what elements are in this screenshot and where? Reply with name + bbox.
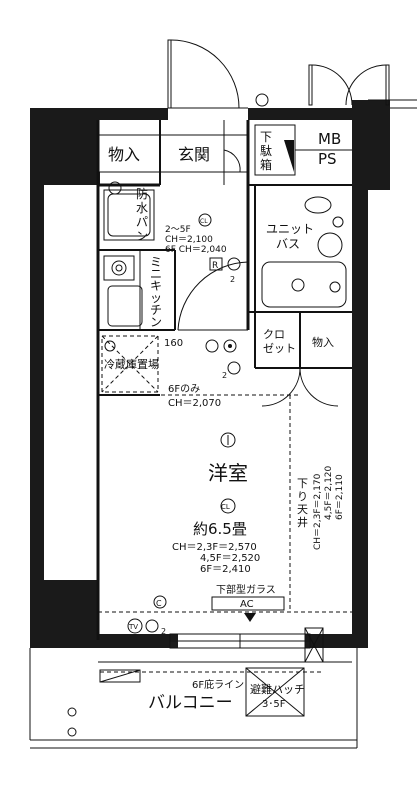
entrance-block <box>98 120 352 185</box>
fridge-label: 冷蔵庫置場 <box>104 357 159 371</box>
ac-arrow-icon <box>244 613 256 622</box>
upper-doors <box>167 39 417 109</box>
switch-icon-3 <box>227 361 241 375</box>
hatch-label: 避難ハッチ <box>250 682 305 696</box>
closet-label-2: ゼット <box>263 342 296 355</box>
switch-icon <box>227 257 241 271</box>
hatch-floors-label: 3･5F <box>262 699 286 710</box>
closet-door-swing-2 <box>299 367 339 407</box>
western-room-label: 洋室 <box>208 461 248 485</box>
eaves-line-label: 6F庇ライン <box>192 678 244 691</box>
unit-bath-label-1: ユニット <box>266 222 314 236</box>
room-ch-3: 6F＝2,410 <box>200 564 251 575</box>
lowered-ceiling-label-2: り <box>297 490 308 503</box>
num-2-label-b: 2 <box>222 371 227 380</box>
ac-unit <box>211 596 285 611</box>
unit-bath-label-2: バス <box>276 237 300 251</box>
room-ch-2: 4,5F＝2,520 <box>200 553 260 564</box>
lowered-ch-3: 6F＝2,110 <box>335 474 345 520</box>
ch-6f-label: 6F CH＝2,040 <box>165 245 227 255</box>
fridge-space <box>101 335 159 393</box>
mini-kitchen-label-3: キ <box>150 279 162 293</box>
lowered-ch-2: 4,5F＝2,120 <box>324 465 334 520</box>
window-sash <box>169 627 324 663</box>
lowered-ceiling-label-1: 下 <box>297 477 308 490</box>
unit-bath <box>261 196 347 308</box>
num-2-label-a: 2 <box>230 275 235 284</box>
kitchen-door-swing <box>177 261 249 331</box>
mini-kitchen-label-6: ン <box>150 315 162 329</box>
light-fixture-icon <box>255 93 269 107</box>
corridor-light-icon <box>198 213 212 227</box>
waterproof-pan-label-3: パ <box>136 215 148 229</box>
room-ch-1: CH＝2,3F＝2,570 <box>172 542 257 553</box>
waterproof-pan-label-2: 水 <box>136 201 148 215</box>
lowered-ch-1: CH＝2,3F＝2,170 <box>313 473 323 550</box>
mini-kitchen <box>103 250 143 330</box>
mb-label: MB <box>318 130 341 148</box>
storage-label: 物入 <box>108 145 140 164</box>
ps-label: PS <box>318 150 337 168</box>
mini-kitchen-label-5: チ <box>150 303 162 317</box>
num-160-label: 160 <box>164 338 183 349</box>
corridor-cl-label: CL <box>200 218 208 225</box>
outlet-icon-2 <box>145 619 159 633</box>
num-2-label-c: 2 <box>161 627 166 636</box>
ac-label: AC <box>240 599 254 610</box>
closet-label-1: クロ <box>263 328 285 341</box>
shoe-box-label-1: 下 <box>260 130 272 144</box>
ch-2-5f-label: 2～5F <box>165 225 191 235</box>
lowered-ceiling-label-4: 井 <box>297 515 308 529</box>
tv-outlet-icon <box>127 618 143 634</box>
lower-glass-label: 下部型ガラス <box>216 583 276 596</box>
western-room <box>98 394 352 613</box>
entrance-label: 玄関 <box>178 145 210 164</box>
ch-2070-label: CH＝2,070 <box>168 398 221 409</box>
closet-door-swing-1 <box>261 367 301 407</box>
exterior-walls <box>30 100 390 648</box>
only-6f-label: 6Fのみ <box>168 384 200 395</box>
circle-c-label: C <box>156 599 162 608</box>
interior-walls <box>96 120 352 640</box>
balcony-label: バルコニー <box>148 693 233 713</box>
tv-label: TV <box>128 623 138 631</box>
shoe-box-label-3: 箱 <box>260 157 272 172</box>
waterproof-pan-label-4: ン <box>136 229 148 243</box>
laundry-pan <box>103 181 155 241</box>
ch-value-label: CH＝2,100 <box>165 235 213 245</box>
r-label: R <box>212 261 218 271</box>
ceiling-light-cl-icon <box>220 498 236 514</box>
storage-2-label: 物入 <box>312 335 334 349</box>
switch-icon-2 <box>205 339 219 353</box>
mini-kitchen-label-2: ニ <box>150 267 162 281</box>
room-size-label: 約6.5畳 <box>193 520 247 538</box>
lowered-ceiling-label-3: 天 <box>297 503 308 516</box>
mini-kitchen-label-1: ミ <box>150 255 162 269</box>
outlet-icon <box>223 339 237 353</box>
shoe-box-label-2: 駄 <box>260 143 272 158</box>
outlet-c-icon <box>153 595 167 609</box>
escape-hatch <box>245 667 305 717</box>
cl-label: CL <box>221 503 230 511</box>
balcony <box>29 648 358 749</box>
ceiling-light-icon <box>220 432 236 448</box>
mini-kitchen-label-4: ッ <box>150 291 162 305</box>
waterproof-pan-label-1: 防 <box>136 186 148 201</box>
